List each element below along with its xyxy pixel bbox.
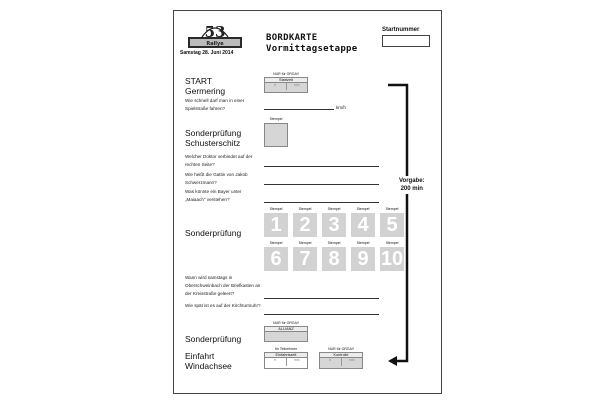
kontrolle-minute-label: min [340,358,363,366]
stamp-label: Stempel [385,207,399,211]
question-gattin: Wie heißt die Gattin von Jakob Schwerzma… [185,172,248,185]
kontrolle-hm: h min [320,358,362,366]
sp2-title: Sonderprüfung [185,228,242,238]
question-kirchturmuhr: Wie spät ist es auf der Kirchturmuhr? [185,303,261,308]
sp1-title-line1: Sonderprüfung [185,128,242,138]
finish-hour-label: h [274,358,277,362]
sp1-stempel-label: Stempel [269,117,283,121]
stamp-box-5[interactable]: 5 [380,213,404,237]
stamp-label: Stempel [327,241,341,245]
stamp-box-4[interactable]: 4 [351,213,375,237]
arrow-head-icon [388,356,397,366]
stamp-label: Stempel [269,207,283,211]
stamp-label: Stempel [356,207,370,211]
answer-line-maiaach[interactable] [264,202,379,203]
title-line2: Vormittagsetappe [266,44,358,55]
answer-line-briefkasten[interactable] [264,298,379,299]
vorgabe-label: Vorgabe: 200 min [397,176,427,195]
minute-label: min [285,83,308,90]
stamp-label: Stempel [298,241,312,245]
answer-line-speed[interactable] [264,109,334,110]
logo-date: Samstag 28. Juni 2014 [180,50,234,56]
hour-label: h [274,83,277,87]
sp3-title: Sonderprüfung [185,334,242,344]
question-maiaach: Was könnte ein Bayer unter „Maiaach" ver… [185,189,242,202]
logo-number: 53 [205,23,226,41]
vorgabe-line2: 200 min [400,186,423,193]
sp1-title: Sonderprüfung Schusterschitz [185,128,242,149]
stamp-box-1[interactable]: 1 [264,213,288,237]
question-speed: Wie schnell darf man in einer Spielstraß… [185,98,245,111]
stamp-box-10[interactable]: 10 [380,247,404,271]
stamp-label: Stempel [385,241,399,245]
startzeit-hm: h min [265,83,307,90]
stamp-box-6[interactable]: 6 [264,247,288,271]
start-title-line2: Germering [185,85,226,96]
finish-minute-label: min [285,358,308,366]
allianz-label: ALLIANZ [265,327,307,332]
stamp-box-7[interactable]: 7 [293,247,317,271]
finish-org-label: NUR für ORGA!! [328,347,354,351]
allianz-box[interactable]: ALLIANZ [264,326,308,342]
question-doktor: Welcher Doktor verbindet auf der rechten… [185,154,253,167]
rally-logo: 53 Rallye [188,23,242,48]
sp1-stempel-box[interactable] [264,123,288,147]
answer-line-gattin[interactable] [264,184,379,185]
stamp-label: Stempel [298,207,312,211]
einfahrtszeit-label: Einfahrtszeit [265,353,307,358]
answer-line-doktor[interactable] [264,166,379,167]
page-title: BORDKARTE Vormittagsetappe [266,33,358,56]
startnummer-field[interactable] [382,35,430,47]
finish-title: Einfahrt Windachsee [185,351,232,372]
stamp-label: Stempel [356,241,370,245]
answer-line-kirchturmuhr[interactable] [264,314,379,315]
sp3-org-label: NUR für ORGA!! [273,321,299,325]
sp1-title-line2: Schusterschitz [185,137,241,148]
kontrolle-label: Kontrolle [320,353,362,358]
finish-team-label: für Teilnehmer [274,347,298,351]
start-title: START Germering [185,76,226,97]
stamp-box-8[interactable]: 8 [322,247,346,271]
finish-title-line1: Einfahrt [185,351,215,361]
stamp-box-2[interactable]: 2 [293,213,317,237]
speed-unit: km/h [336,105,346,110]
kontrolle-hour-label: h [329,358,332,362]
einfahrtszeit-hm: h min [265,358,307,366]
kontrolle-box[interactable]: Kontrolle h min [319,352,363,369]
startzeit-label: Startzeit [265,78,307,83]
start-org-label: NUR für ORGA!! [273,72,299,76]
stamp-label: Stempel [269,241,283,245]
finish-title-line2: Windachsee [185,360,232,371]
question-briefkasten: Wann wird samstags in Oberschweinbach de… [185,275,261,296]
startzeit-box[interactable]: Startzeit h min [264,77,308,93]
start-title-line1: START [185,76,213,86]
stamp-label: Stempel [327,207,341,211]
title-line1: BORDKARTE [266,33,318,43]
bordkarte-sheet: 53 Rallye Samstag 28. Juni 2014 BORDKART… [173,10,442,394]
einfahrtszeit-box[interactable]: Einfahrtszeit h min [264,352,308,369]
stamp-box-9[interactable]: 9 [351,247,375,271]
startnummer-label: Startnummer [382,27,420,33]
logo-banner: Rallye [206,41,224,47]
stamp-box-3[interactable]: 3 [322,213,346,237]
vorgabe-line1: Vorgabe: [399,178,425,184]
